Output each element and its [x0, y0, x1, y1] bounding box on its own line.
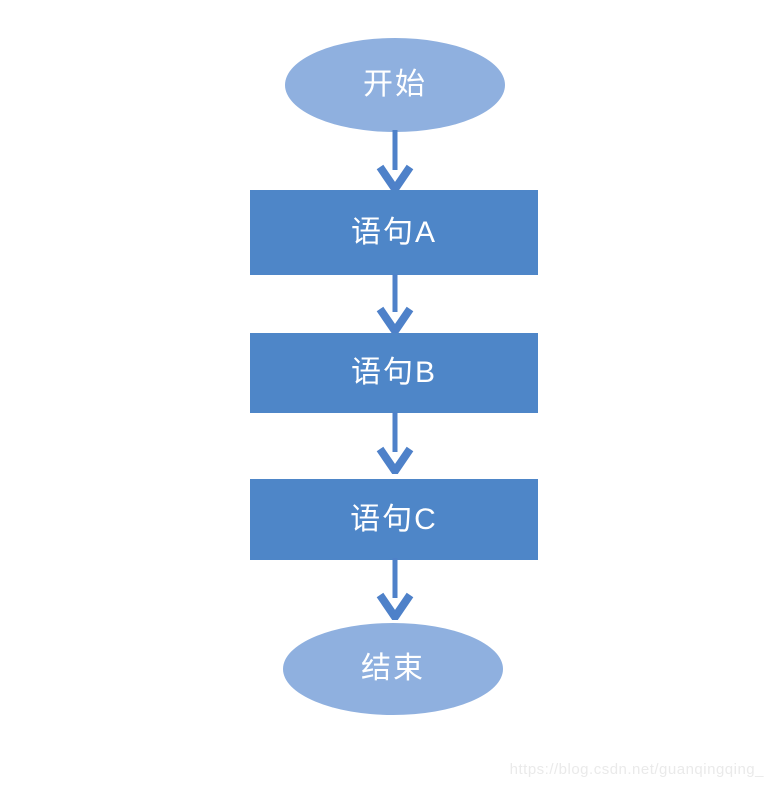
- arrow-down-icon: [376, 412, 414, 474]
- node-c-label: 语句C: [350, 502, 438, 536]
- flowchart-node-start: 开始: [285, 38, 505, 132]
- arrow-down-icon: [376, 130, 414, 192]
- node-start-label: 开始: [363, 68, 427, 101]
- flowchart-node-statement-a: 语句A: [250, 190, 538, 275]
- flowchart-node-statement-b: 语句B: [250, 333, 538, 413]
- flowchart-node-end: 结束: [283, 623, 503, 715]
- arrow-down-icon: [376, 558, 414, 620]
- node-a-label: 语句A: [350, 215, 437, 249]
- flowchart-node-statement-c: 语句C: [250, 479, 538, 560]
- watermark-url: https://blog.csdn.net/guanqingqing_: [509, 761, 764, 778]
- node-end-label: 结束: [361, 652, 425, 685]
- node-b-label: 语句B: [350, 356, 437, 389]
- arrow-down-icon: [376, 274, 414, 334]
